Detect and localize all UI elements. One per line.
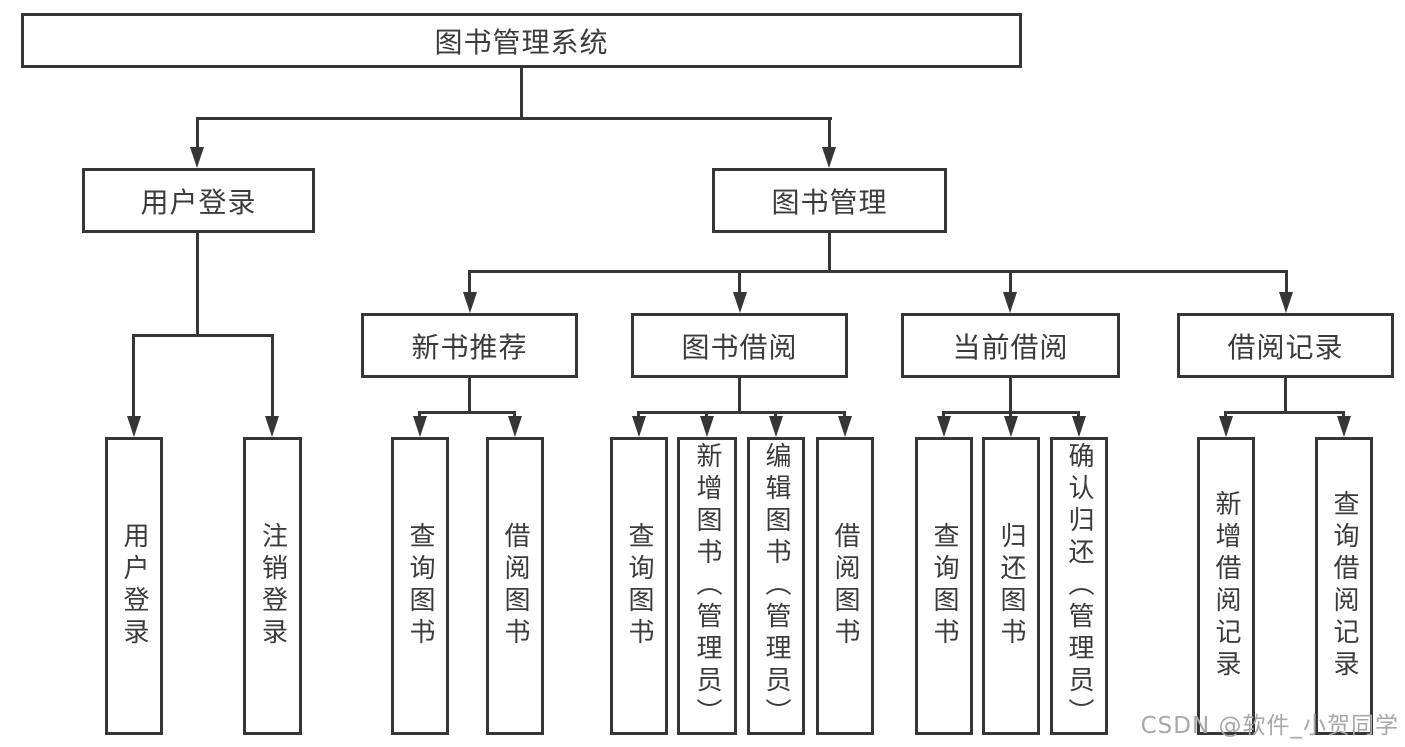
node-label: 确认归还（管理员）	[1064, 442, 1094, 730]
connector-segment	[1342, 411, 1345, 419]
arrow-down-icon	[1004, 416, 1018, 437]
node-leaf-edit-book-admin: 编辑图书（管理员）	[747, 437, 805, 735]
node-leaf-query-books-current: 查询图书	[915, 437, 973, 735]
connector-segment	[738, 378, 741, 414]
node-leaf-borrow-books-2: 借阅图书	[816, 437, 874, 735]
connector-segment	[828, 117, 831, 148]
connector-segment	[1224, 411, 1227, 419]
node-label: 查询图书	[405, 522, 435, 650]
node-leaf-query-books-recommend: 查询图书	[391, 437, 449, 735]
node-borrow-records: 借阅记录	[1177, 313, 1394, 378]
arrow-down-icon	[1279, 292, 1293, 313]
node-current-borrow: 当前借阅	[901, 313, 1120, 378]
connector-segment	[1224, 411, 1345, 414]
connector-segment	[942, 411, 945, 419]
connector-segment	[271, 334, 274, 417]
node-leaf-query-borrow-record: 查询借阅记录	[1315, 437, 1373, 735]
node-label: 查询图书	[929, 522, 959, 650]
arrow-down-icon	[733, 292, 747, 313]
connector-segment	[418, 411, 421, 419]
connector-segment	[468, 270, 471, 293]
connector-segment	[513, 411, 516, 419]
arrow-down-icon	[463, 292, 477, 313]
arrow-down-icon	[769, 416, 783, 437]
connector-segment	[418, 411, 516, 414]
connector-segment	[1285, 270, 1288, 293]
node-label: 图书管理	[771, 185, 888, 219]
node-label: 当前借阅	[952, 330, 1069, 364]
node-label: 图书管理系统	[434, 25, 609, 59]
connector-segment	[1009, 411, 1012, 419]
node-leaf-logout: 注销登录	[243, 437, 302, 735]
node-label: 查询图书	[624, 522, 654, 650]
connector-segment	[828, 233, 831, 273]
node-label: 新书推荐	[411, 330, 528, 364]
node-leaf-add-borrow-record: 新增借阅记录	[1197, 437, 1255, 735]
connector-segment	[1077, 411, 1080, 419]
node-book-management: 图书管理	[712, 168, 947, 233]
arrow-down-icon	[838, 416, 852, 437]
connector-segment	[1284, 378, 1287, 414]
node-new-book-recommend: 新书推荐	[361, 313, 578, 378]
arrow-down-icon	[822, 147, 836, 168]
node-label: 注销登录	[257, 522, 288, 650]
node-label: 归还图书	[996, 522, 1026, 650]
arrow-down-icon	[508, 416, 522, 437]
arrow-down-icon	[265, 416, 279, 437]
node-label: 新增借阅记录	[1211, 490, 1241, 682]
node-leaf-user-login: 用户登录	[105, 437, 163, 735]
arrow-down-icon	[1337, 416, 1351, 437]
node-label: 用户登录	[140, 185, 257, 219]
node-leaf-confirm-return-admin: 确认归还（管理员）	[1050, 437, 1108, 735]
arrow-down-icon	[937, 416, 951, 437]
connector-segment	[132, 334, 135, 417]
connector-segment	[1009, 378, 1012, 414]
connector-segment	[705, 411, 708, 419]
node-leaf-add-book-admin: 新增图书（管理员）	[677, 437, 737, 735]
connector-segment	[196, 117, 199, 148]
connector-segment	[520, 68, 523, 120]
connector-segment	[637, 411, 846, 414]
connector-segment	[468, 378, 471, 414]
node-user-login: 用户登录	[82, 168, 315, 233]
node-root: 图书管理系统	[21, 13, 1022, 68]
connector-segment	[132, 334, 274, 337]
node-leaf-borrow-books-recommend: 借阅图书	[486, 437, 544, 735]
arrow-down-icon	[632, 416, 646, 437]
arrow-down-icon	[413, 416, 427, 437]
node-label: 借阅记录	[1227, 330, 1344, 364]
node-label: 借阅图书	[500, 522, 530, 650]
node-leaf-return-book: 归还图书	[982, 437, 1040, 735]
node-book-borrow: 图书借阅	[631, 313, 848, 378]
arrow-down-icon	[1003, 292, 1017, 313]
connector-segment	[843, 411, 846, 419]
connector-segment	[468, 270, 1288, 273]
connector-segment	[1009, 270, 1012, 293]
arrow-down-icon	[1072, 416, 1086, 437]
arrow-down-icon	[1219, 416, 1233, 437]
node-label: 借阅图书	[830, 522, 860, 650]
arrow-down-icon	[190, 147, 204, 168]
connector-segment	[738, 270, 741, 293]
node-label: 新增图书（管理员）	[692, 442, 722, 730]
node-label: 用户登录	[119, 522, 149, 650]
arrow-down-icon	[700, 416, 714, 437]
connector-segment	[774, 411, 777, 419]
node-label: 图书借阅	[681, 330, 798, 364]
node-leaf-query-books-borrow: 查询图书	[610, 437, 668, 735]
connector-segment	[196, 117, 832, 120]
node-label: 查询借阅记录	[1329, 490, 1359, 682]
connector-segment	[637, 411, 640, 419]
csdn-watermark: CSDN @软件_小贺同学	[1140, 713, 1399, 739]
connector-segment	[196, 233, 199, 336]
node-label: 编辑图书（管理员）	[761, 442, 791, 730]
arrow-down-icon	[127, 416, 141, 437]
